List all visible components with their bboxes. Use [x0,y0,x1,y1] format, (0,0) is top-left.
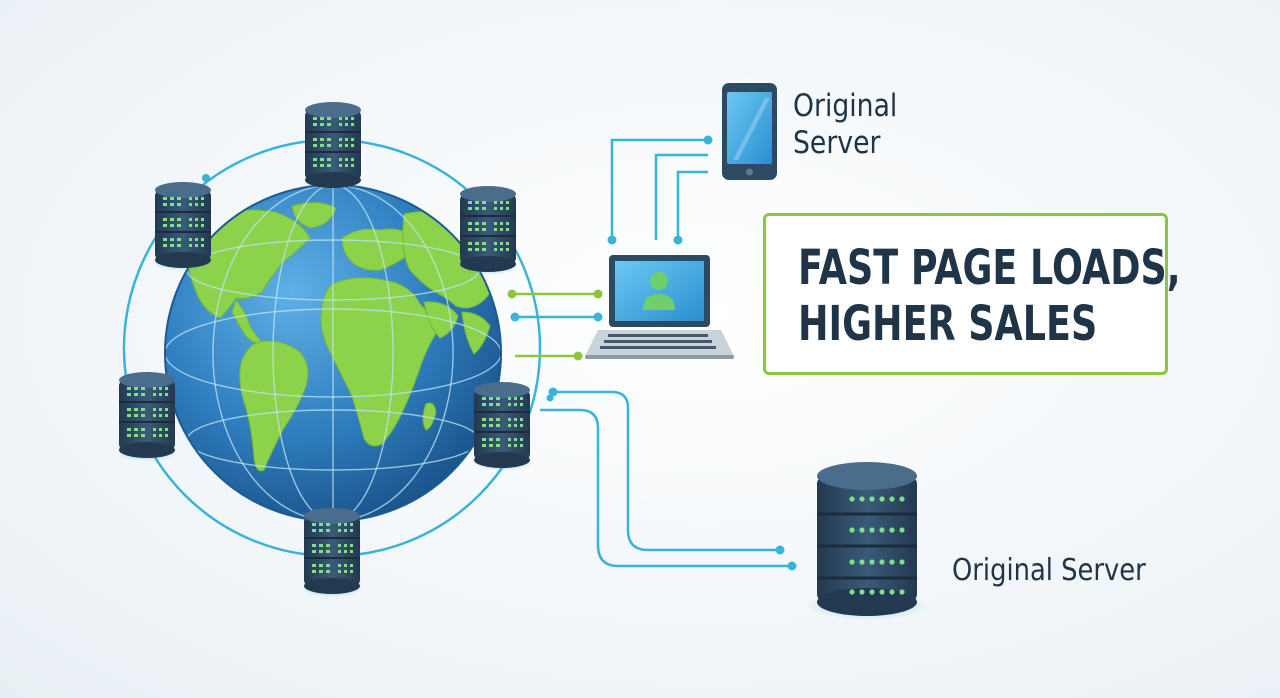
edge-server-right [471,381,533,472]
edge-server-top-right [457,185,519,276]
origin-server-icon [805,462,929,620]
edge-server-top [302,101,364,192]
user-icon [643,272,675,310]
origin-server-label: Original Server [952,553,1146,588]
globe-icon [164,184,502,522]
headline-box [763,213,1168,375]
edge-server-left [116,371,178,462]
headline: FAST PAGE LOADS, HIGHER SALES [798,240,1181,352]
laptop-icon [585,255,734,359]
edge-server-bottom [301,507,363,598]
headline-line-1: FAST PAGE LOADS, [798,240,1181,296]
connector-dots [202,135,797,571]
phone-label: Original Server [793,88,898,162]
smartphone-icon [722,83,777,180]
connector-lines [512,138,792,568]
headline-line-2: HIGHER SALES [798,296,1098,352]
edge-server-top-left [152,181,214,272]
